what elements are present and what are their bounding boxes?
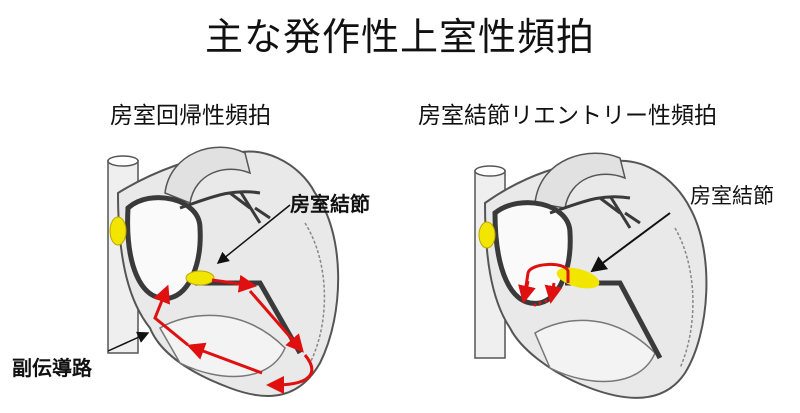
heart-diagram-avnrt (474, 152, 708, 399)
av-node-highlight (185, 270, 215, 286)
sa-node-highlight (109, 216, 127, 246)
label-av-node-right: 房室結節 (690, 184, 774, 208)
label-accessory-pathway: 副伝導路 (12, 356, 92, 380)
sa-node-highlight-right (478, 221, 496, 249)
panel-heading-avnrt: 房室結節リエントリー性頻拍 (418, 103, 717, 129)
heart-diagram-avrt (107, 146, 340, 397)
diagram-title: 主な発作性上室性頻拍 (204, 15, 595, 59)
panel-heading-avrt: 房室回帰性頻拍 (110, 103, 271, 129)
label-av-node-left: 房室結節 (290, 192, 370, 216)
